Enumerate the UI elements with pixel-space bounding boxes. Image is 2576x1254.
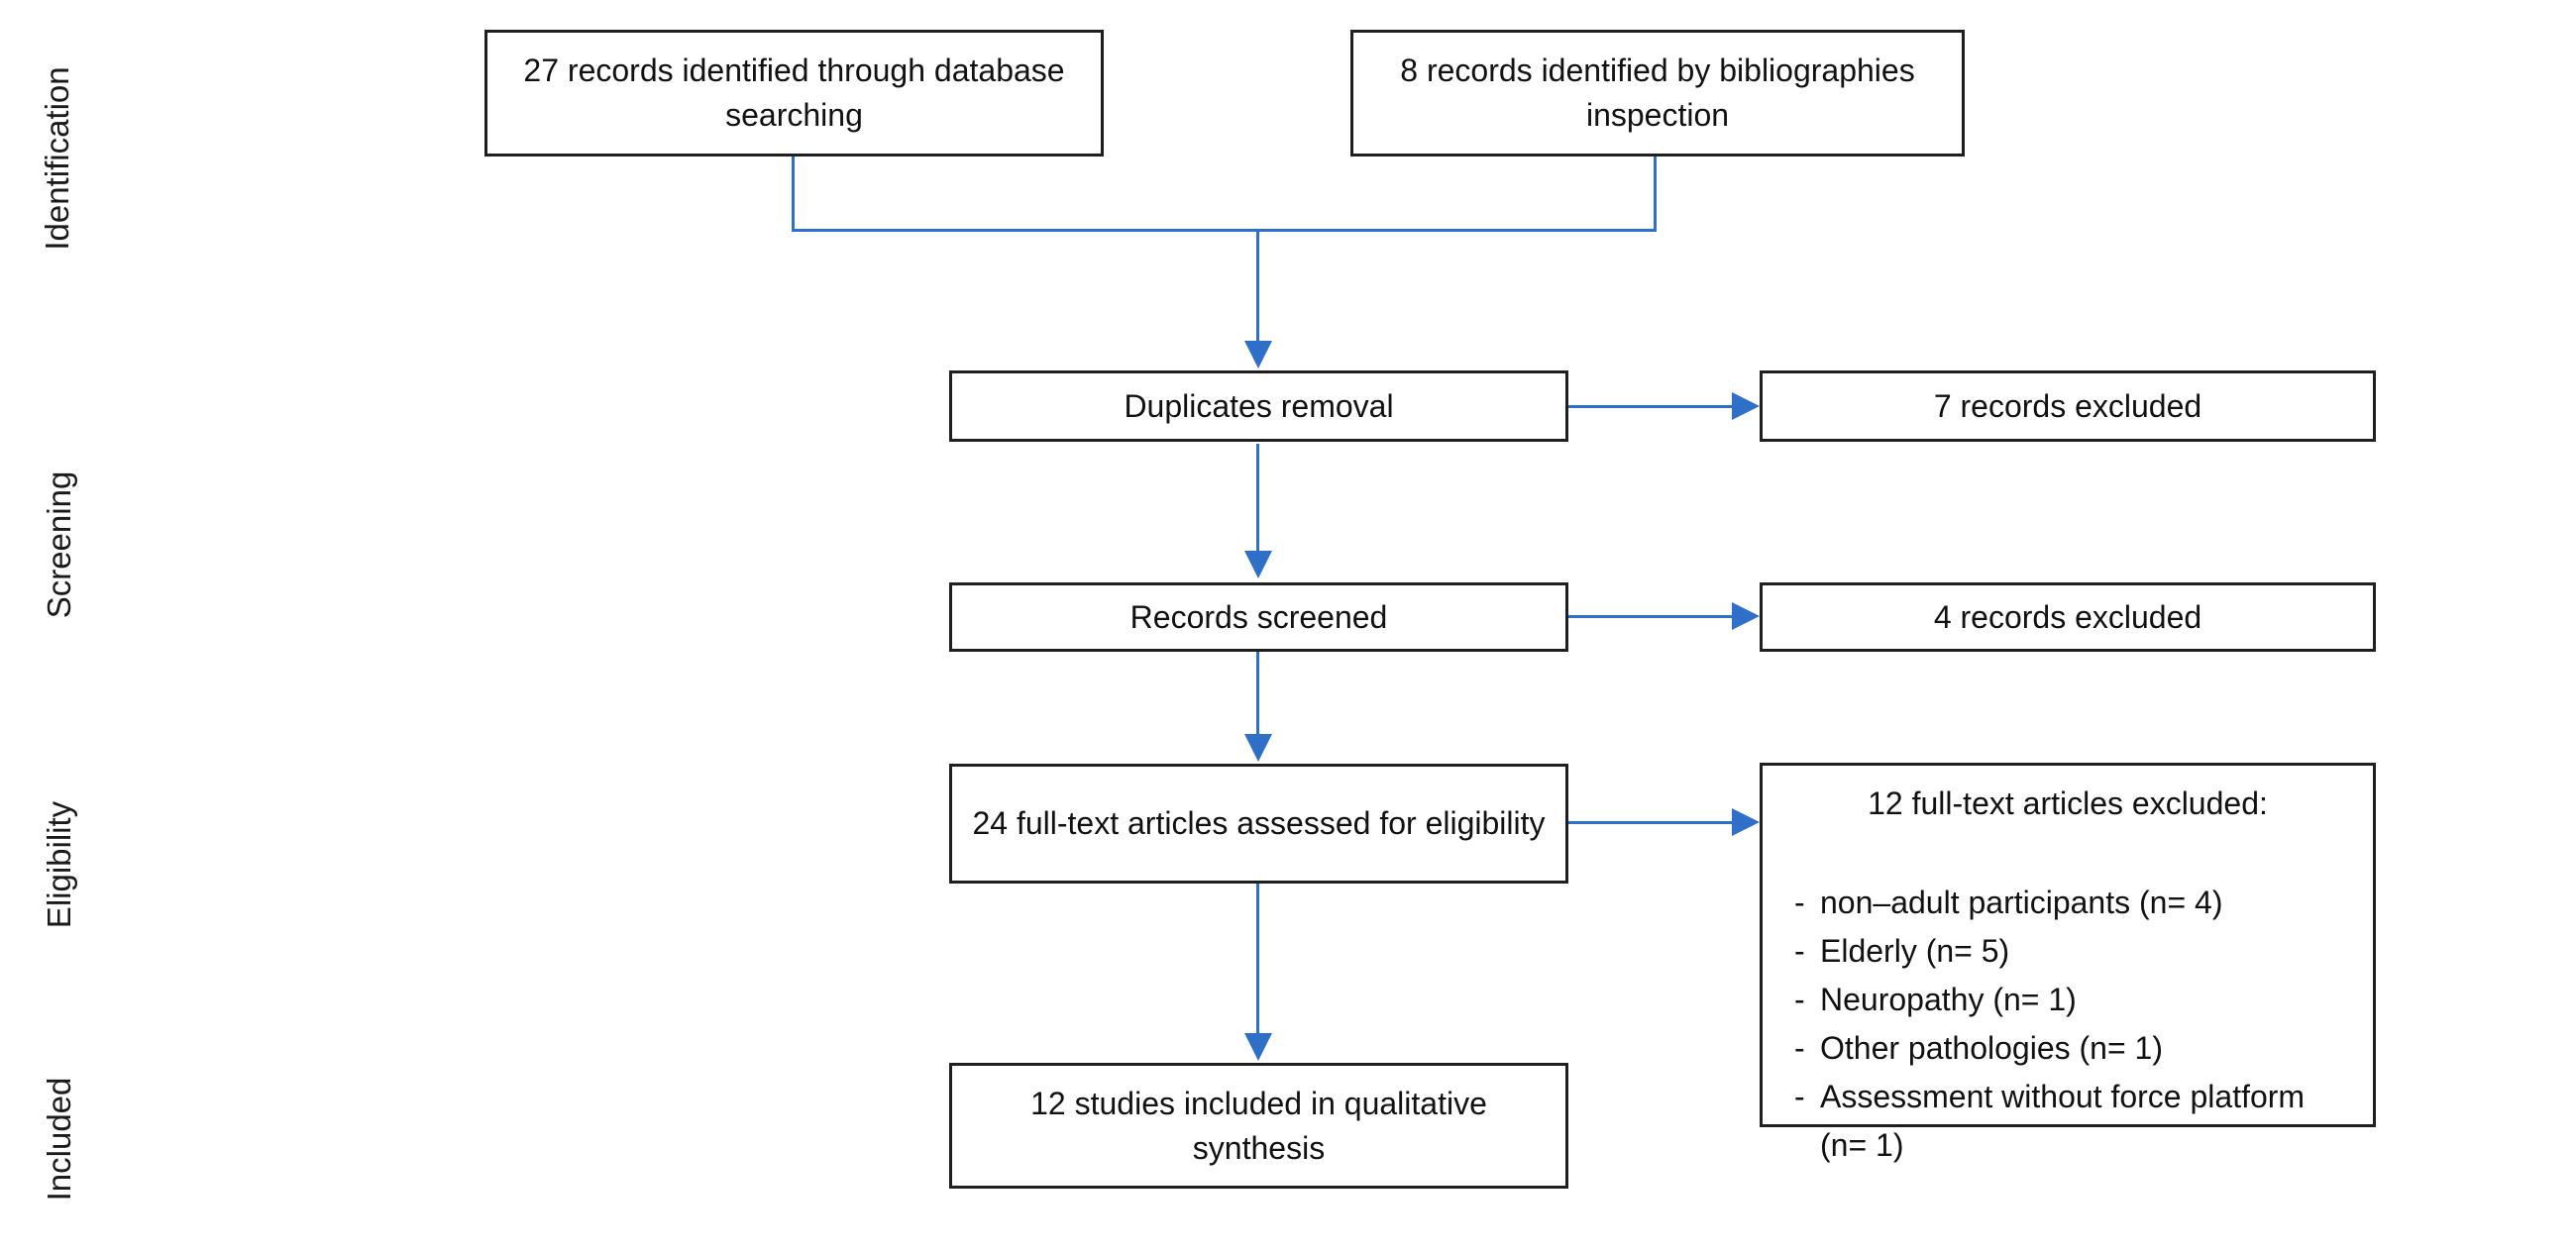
arrow-right-icon xyxy=(1732,602,1760,630)
bullet-dash: - xyxy=(1794,1030,1805,1066)
exclusion-reason: Neuropathy (n= 1) xyxy=(1820,982,2077,1017)
box-fulltext-assessed: 24 full-text articles assessed for eligi… xyxy=(949,764,1568,884)
stage-label-included: Included xyxy=(41,1077,77,1202)
box-records-database-search: 27 records identified through database s… xyxy=(484,30,1104,157)
box-studies-included: 12 studies included in qualitative synth… xyxy=(949,1063,1568,1189)
bullet-dash: - xyxy=(1794,982,1805,1017)
connector-fulltext-to-excluded xyxy=(1568,821,1734,824)
box-fulltext-excluded: 12 full-text articles excluded: - non–ad… xyxy=(1760,763,2376,1163)
stage-label-screening: Screening xyxy=(41,470,77,619)
connector-merge-to-duplicates xyxy=(1256,229,1259,343)
connector-duplicates-to-excluded xyxy=(1568,405,1734,408)
fulltext-excluded-title: 12 full-text articles excluded: xyxy=(1868,785,2268,821)
exclusion-reason: Other pathologies (n= 1) xyxy=(1820,1030,2163,1066)
box-4-records-excluded: 4 records excluded xyxy=(1760,582,2376,652)
arrow-down-icon xyxy=(1244,341,1272,368)
connector-duplicates-to-screened xyxy=(1256,444,1259,553)
exclusion-reason: Elderly (n= 5) xyxy=(1820,933,2010,969)
arrow-down-icon xyxy=(1244,734,1272,762)
connector-bibliographies-drop xyxy=(1654,157,1657,232)
connector-fulltext-to-included xyxy=(1256,884,1259,1035)
arrow-right-icon xyxy=(1732,808,1760,836)
arrow-right-icon xyxy=(1732,392,1760,420)
bullet-dash: - xyxy=(1794,1079,1805,1114)
exclusion-reason: non–adult participants (n= 4) xyxy=(1820,885,2223,920)
bullet-dash: - xyxy=(1794,933,1805,969)
list-item: - Neuropathy (n= 1) xyxy=(1782,976,2353,1024)
list-item: - Other pathologies (n= 1) xyxy=(1782,1024,2353,1073)
connector-screened-to-fulltext xyxy=(1256,652,1259,736)
connector-screened-to-excluded xyxy=(1568,615,1734,618)
box-7-records-excluded: 7 records excluded xyxy=(1760,370,2376,442)
arrow-down-icon xyxy=(1244,1033,1272,1061)
arrow-down-icon xyxy=(1244,551,1272,578)
stage-label-eligibility: Eligibility xyxy=(41,800,77,929)
stage-label-identification: Identification xyxy=(39,66,75,251)
connector-merge-horizontal xyxy=(792,229,1657,232)
list-item: - Assessment without force platform (n= … xyxy=(1782,1073,2353,1170)
box-records-screened: Records screened xyxy=(949,582,1568,652)
list-item: - Elderly (n= 5) xyxy=(1782,927,2353,976)
connector-dbsearch-drop xyxy=(792,157,795,232)
bullet-dash: - xyxy=(1794,885,1805,920)
list-item: - non–adult participants (n= 4) xyxy=(1782,879,2353,927)
box-records-bibliographies: 8 records identified by bibliographies i… xyxy=(1350,30,1965,157)
box-duplicates-removal: Duplicates removal xyxy=(949,370,1568,442)
exclusion-reason: Assessment without force platform (n= 1) xyxy=(1820,1079,2306,1163)
